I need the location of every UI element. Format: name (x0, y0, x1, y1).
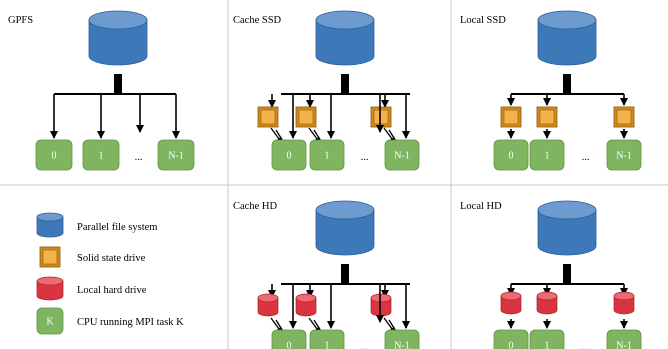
node-label: 1 (545, 341, 550, 349)
network-trunk (341, 74, 349, 94)
cpu-node-2: N-1 (606, 329, 642, 349)
ssd-1 (536, 106, 558, 128)
node-label: K (46, 317, 54, 328)
cpu-node-1: 1 (529, 329, 565, 349)
cpu-node-0: 0 (493, 139, 529, 171)
legend-label: CPU running MPI task K (77, 317, 184, 328)
ellipsis: ... (582, 342, 590, 349)
node-label: N-1 (394, 341, 410, 349)
cpu-node-0: 0 (35, 139, 73, 171)
legend-label: Parallel file system (77, 222, 157, 233)
parallel-file-system-cylinder (315, 10, 375, 66)
cpu-node-1: 1 (309, 139, 345, 171)
ssd-0 (500, 106, 522, 128)
node-label: 0 (52, 151, 57, 162)
legend-item-3: K CPU running MPI task K (36, 307, 184, 335)
parallel-file-system-cylinder (88, 10, 148, 66)
node-label: N-1 (616, 151, 632, 162)
network-trunk (114, 74, 122, 94)
parallel-file-system-icon (36, 212, 64, 238)
network-trunk (341, 264, 349, 284)
legend-item-1: Solid state drive (39, 246, 146, 268)
node-label: 0 (287, 151, 292, 162)
legend-label: Solid state drive (77, 253, 146, 264)
panel-local-ssd: Local SSD 0 1 N-1... (460, 10, 642, 171)
local-hd-2 (370, 293, 392, 317)
legend-label: Local hard drive (77, 285, 147, 296)
ellipsis: ... (582, 152, 590, 163)
node-label: 1 (99, 151, 104, 162)
node-label: 1 (325, 151, 330, 162)
node-label: 0 (287, 341, 292, 349)
local-hard-drive-icon (36, 276, 64, 301)
cpu-node-0: 0 (493, 329, 529, 349)
cpu-node-2: N-1 (157, 139, 195, 171)
panel-local-hd: Local HD 0 1 N-1... (460, 200, 642, 349)
ssd-0 (257, 106, 279, 128)
node-label: 1 (545, 151, 550, 162)
node-label: N-1 (168, 151, 184, 162)
panel-cache-ssd: Cache SSD 0 1 N-1... (233, 10, 420, 171)
ssd-2 (613, 106, 635, 128)
panel-title: GPFS (8, 15, 33, 26)
ellipsis: ... (361, 152, 369, 163)
local-hd-0 (500, 291, 522, 315)
local-hd-1 (295, 293, 317, 317)
node-label: 0 (509, 151, 514, 162)
node-label: 0 (509, 341, 514, 349)
cpu-node-0: 0 (271, 139, 307, 171)
cpu-node-icon: K (36, 307, 64, 335)
cpu-node-0: 0 (271, 329, 307, 349)
cpu-node-2: N-1 (384, 139, 420, 171)
parallel-file-system-cylinder (315, 200, 375, 256)
node-label: N-1 (394, 151, 410, 162)
node-label: 1 (325, 341, 330, 349)
panel-cache-hd: Cache HD 0 1 N-1... (233, 200, 420, 349)
local-hd-0 (257, 293, 279, 317)
legend-item-2: Local hard drive (36, 276, 147, 301)
cpu-node-1: 1 (529, 139, 565, 171)
ssd-icon (39, 246, 61, 268)
cpu-node-1: 1 (309, 329, 345, 349)
network-trunk (563, 264, 571, 284)
panel-title: Local HD (460, 201, 502, 212)
local-hd-1 (536, 291, 558, 315)
cpu-node-1: 1 (82, 139, 120, 171)
ellipsis: ... (361, 342, 369, 349)
parallel-file-system-cylinder (537, 200, 597, 256)
network-trunk (563, 74, 571, 94)
panel-title: Cache SSD (233, 15, 282, 26)
cpu-node-2: N-1 (606, 139, 642, 171)
parallel-file-system-cylinder (537, 10, 597, 66)
panel-gpfs: GPFS 0 1 N-1... (8, 10, 195, 171)
panel-title: Local SSD (460, 15, 506, 26)
ssd-2 (370, 106, 392, 128)
cpu-node-2: N-1 (384, 329, 420, 349)
ellipsis: ... (135, 152, 143, 163)
legend-item-0: Parallel file system (36, 212, 157, 238)
node-label: N-1 (616, 341, 632, 349)
ssd-1 (295, 106, 317, 128)
panel-title: Cache HD (233, 201, 277, 212)
local-hd-2 (613, 291, 635, 315)
